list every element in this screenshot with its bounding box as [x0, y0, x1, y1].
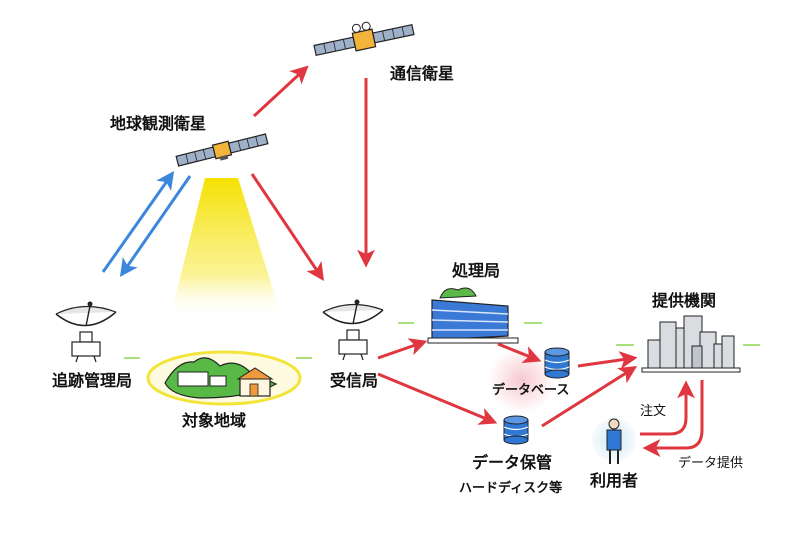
tracking-station-antenna-icon	[55, 301, 117, 363]
label-data-storage-note: ハードディスク等	[459, 480, 563, 495]
red-arrows	[250, 65, 704, 457]
label-order: 注文	[640, 403, 667, 418]
label-earth-observation-satellite: 地球観測衛星	[110, 116, 207, 133]
processing-to-database-arrow	[497, 342, 542, 364]
ground-lines	[124, 322, 760, 359]
sensor-beam	[170, 178, 282, 318]
target-area-icon	[146, 350, 302, 406]
processing-station-building-icon	[427, 287, 519, 344]
data-storage-icon	[503, 415, 529, 445]
earth-observation-satellite-icon	[175, 133, 269, 167]
obs-to-comm-arrow	[252, 65, 309, 118]
uplink-arrow	[101, 171, 175, 273]
label-receiving-station: 受信局	[330, 373, 379, 390]
label-data-storage: データ保管	[472, 455, 553, 472]
label-database: データベース	[492, 382, 570, 397]
obs-to-receiving-arrow	[250, 173, 325, 281]
user-person-icon	[606, 418, 622, 464]
label-target-area: 対象地域	[182, 413, 247, 430]
database-icon	[544, 347, 570, 379]
downlink-arrow	[119, 175, 192, 277]
label-tracking-station: 追跡管理局	[52, 373, 133, 390]
label-provider: 提供機関	[652, 293, 717, 310]
label-user: 利用者	[590, 473, 639, 490]
label-data-provision: データ提供	[678, 455, 744, 470]
receiving-station-antenna-icon	[322, 299, 384, 361]
label-communication-satellite: 通信衛星	[390, 66, 455, 83]
provider-city-icon	[641, 315, 741, 373]
receiving-to-storage-arrow	[377, 372, 498, 425]
storage-to-provider-arrow	[541, 366, 638, 428]
label-processing-station: 処理局	[452, 263, 501, 280]
blue-arrows	[101, 171, 192, 277]
communication-satellite-icon	[313, 21, 415, 56]
order-arrow	[640, 380, 695, 436]
receiving-to-processing-arrow	[377, 338, 428, 360]
data-provision-arrow	[642, 380, 704, 457]
database-to-provider-arrow	[577, 351, 638, 369]
